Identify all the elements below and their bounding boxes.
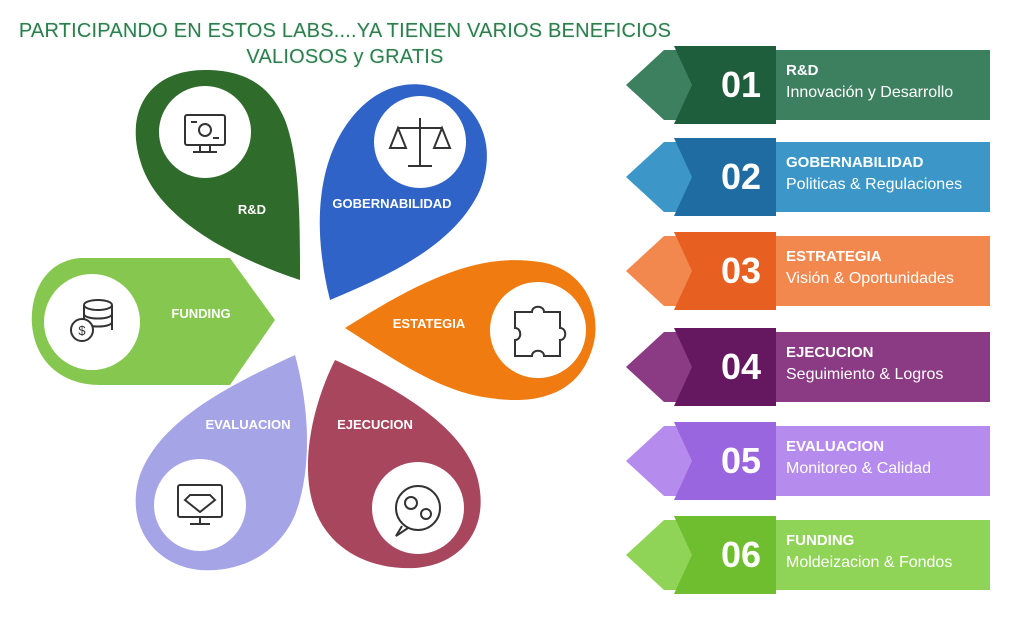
page-title-line2: VALIOSOS y GRATIS bbox=[246, 46, 444, 68]
computer-chip-icon bbox=[184, 114, 226, 153]
page-title: PARTICIPANDO EN ESTOS LABS....YA TIENEN … bbox=[18, 20, 672, 42]
list-item-title: R&D bbox=[786, 62, 819, 79]
petal-label-evaluacion: EVALUACION bbox=[205, 417, 291, 432]
list-item-number: 04 bbox=[720, 346, 762, 387]
puzzle-icon bbox=[514, 305, 567, 357]
petal-label-estategia: ESTATEGIA bbox=[392, 316, 466, 331]
coins-icon: $ bbox=[70, 299, 113, 342]
petal-label-gobernabilidad: GOBERNABILIDAD bbox=[332, 196, 452, 211]
list-item-number: 06 bbox=[720, 534, 762, 575]
list-item-number: 02 bbox=[720, 156, 762, 197]
petal-funding bbox=[31, 258, 275, 385]
svg-text:$: $ bbox=[78, 323, 86, 338]
list-item-subtitle: Innovación y Desarrollo bbox=[786, 84, 954, 101]
list-item-title: GOBERNABILIDAD bbox=[786, 154, 924, 171]
list-item-number-tab bbox=[674, 516, 776, 594]
list-item-03: 03 ESTRATEGIA Visión & Oportunidades bbox=[626, 232, 990, 310]
petal-rd bbox=[135, 70, 300, 280]
scales-icon bbox=[388, 118, 452, 167]
list-item-subtitle: Moldeizacion & Fondos bbox=[786, 554, 953, 571]
list-item-arrow-02 bbox=[626, 138, 990, 216]
list-item-arrow-03 bbox=[626, 232, 990, 310]
list-item-05: 05 EVALUACION Monitoreo & Calidad bbox=[626, 422, 990, 500]
list-item-title: FUNDING bbox=[786, 532, 855, 549]
list-item-arrow-05 bbox=[626, 422, 990, 500]
list-item-arrow-04 bbox=[626, 328, 990, 406]
diamond-monitor-icon bbox=[177, 484, 223, 525]
list-item-title: EVALUACION bbox=[786, 438, 885, 455]
petal-evaluacion bbox=[135, 355, 308, 571]
list-item-subtitle: Visión & Oportunidades bbox=[786, 270, 954, 287]
list-item-title: EJECUCION bbox=[786, 344, 874, 361]
list-item-04: 04 EJECUCION Seguimiento & Logros bbox=[626, 328, 990, 406]
list-item-02: 02 GOBERNABILIDAD Politicas & Regulaciones bbox=[626, 138, 990, 216]
list-item-subtitle: Politicas & Regulaciones bbox=[786, 176, 963, 193]
benefits-flower-diagram: $ bbox=[31, 70, 596, 571]
list-item-number-tab bbox=[674, 46, 776, 124]
list-item-number-tab bbox=[674, 328, 776, 406]
petal-label-ejecucion: EJECUCION bbox=[337, 417, 413, 432]
gears-icon bbox=[395, 485, 441, 537]
list-item-number-tab bbox=[674, 422, 776, 500]
list-item-01: 01 R&D Innovación y Desarrollo bbox=[626, 46, 990, 124]
list-item-number-tab bbox=[674, 138, 776, 216]
list-item-arrow-06 bbox=[626, 516, 990, 594]
list-item-title: ESTRATEGIA bbox=[786, 248, 882, 265]
list-item-number: 05 bbox=[720, 440, 762, 481]
petal-ejecucion bbox=[307, 360, 481, 569]
list-item-number-tab bbox=[674, 232, 776, 310]
list-item-arrow-01 bbox=[626, 46, 990, 124]
petal-label-funding: FUNDING bbox=[171, 306, 231, 321]
list-item-subtitle: Seguimiento & Logros bbox=[786, 366, 944, 383]
list-item-number: 03 bbox=[720, 250, 762, 291]
petal-label-rd: R&D bbox=[237, 202, 267, 217]
list-item-number: 01 bbox=[720, 64, 762, 105]
list-item-subtitle: Monitoreo & Calidad bbox=[786, 460, 931, 477]
list-item-06: 06 FUNDING Moldeizacion & Fondos bbox=[626, 516, 990, 594]
petal-gobernabilidad bbox=[319, 84, 487, 300]
